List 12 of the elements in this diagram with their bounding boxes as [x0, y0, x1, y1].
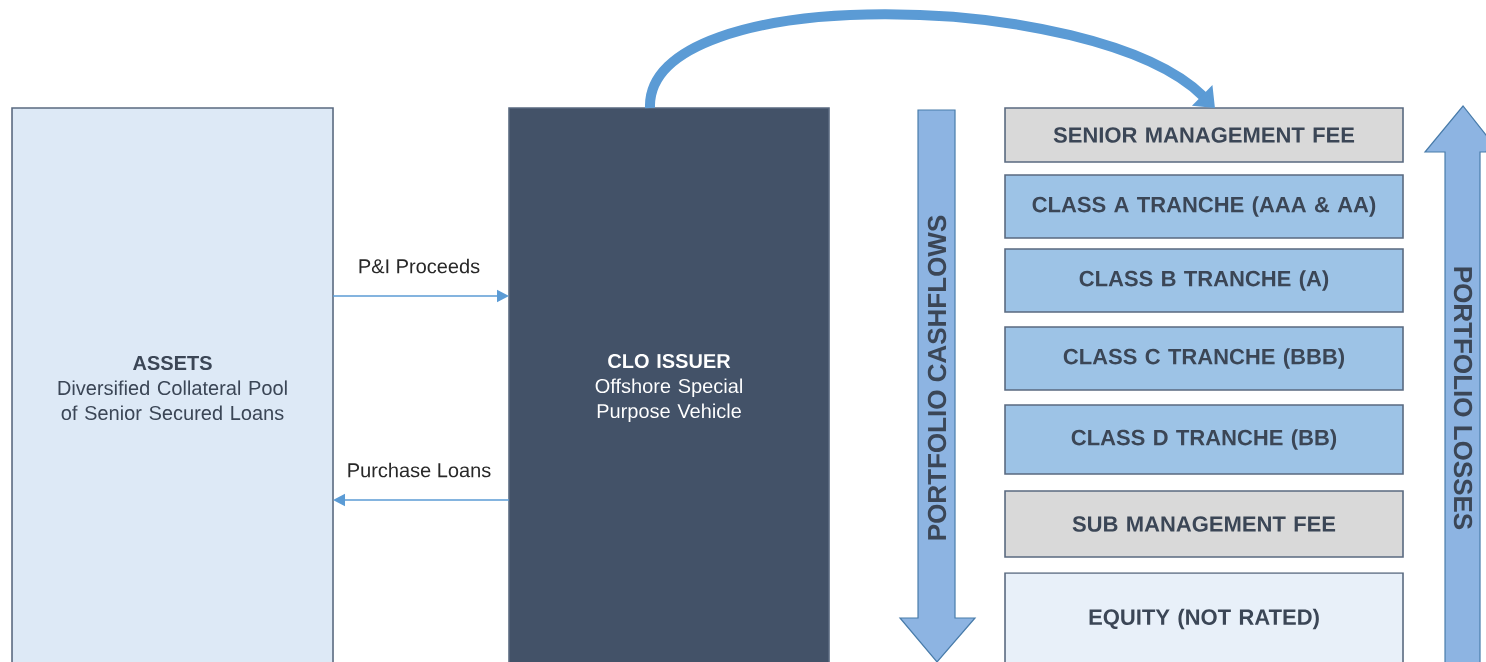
tranche-box: CLASS C TRANCHE (BBB)	[1004, 326, 1404, 391]
arrow	[645, 9, 1215, 110]
tranche-box: CLASS B TRANCHE (A)	[1004, 248, 1404, 313]
tranche-box: SENIOR MANAGEMENT FEE	[1004, 107, 1404, 163]
assets-box: ASSETS Diversified Collateral Pool of Senior Secured Loans	[11, 107, 334, 662]
tranche-box: CLASS D TRANCHE (BB)	[1004, 404, 1404, 475]
tranche-box: EQUITY (NOT RATED)	[1004, 572, 1404, 662]
issuer-box: CLO ISSUER Offshore Special Purpose Vehicle	[508, 107, 830, 662]
tranche-box: SUB MANAGEMENT FEE	[1004, 490, 1404, 558]
edge-label: Purchase Loans	[348, 462, 491, 478]
tranche-box: CLASS A TRANCHE (AAA & AA)	[1004, 174, 1404, 239]
edge-label: P&I Proceeds	[359, 258, 480, 274]
